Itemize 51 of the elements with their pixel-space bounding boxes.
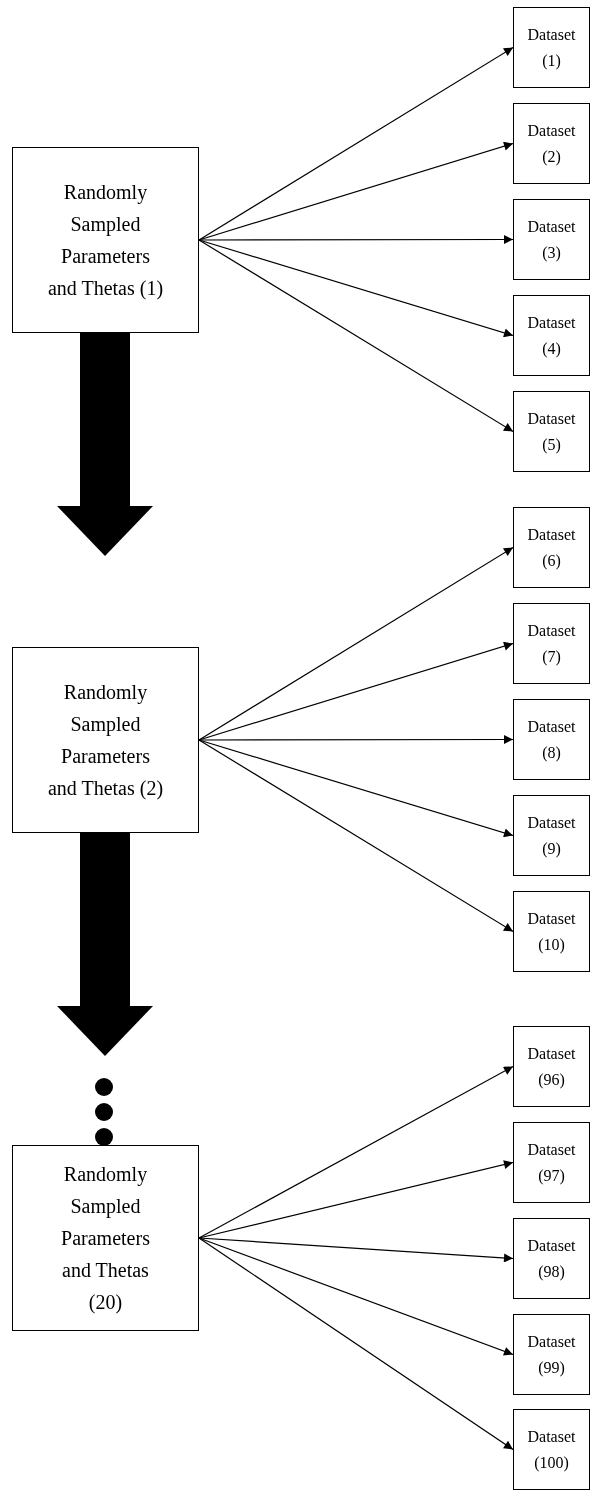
dataset-box (513, 795, 590, 876)
dataset-box (513, 1409, 590, 1490)
box-label: Dataset (100) (526, 1426, 577, 1474)
box-label: Randomly Sampled Parameters and Thetas (2) (46, 680, 165, 802)
dataset-box (513, 507, 590, 588)
dataset-box (513, 1026, 590, 1107)
dataset-box (513, 1218, 590, 1299)
arrow (198, 239, 514, 433)
box-label: Dataset (96) (526, 1043, 577, 1091)
arrow (198, 46, 514, 241)
box-label: Dataset (3) (526, 216, 577, 264)
box-label: Dataset (9) (526, 812, 577, 860)
dataset-box (513, 391, 590, 472)
dataset-box (513, 1314, 590, 1395)
dataset-box (513, 699, 590, 780)
process-box (12, 147, 199, 333)
arrow (198, 546, 514, 741)
dataset-box (513, 7, 590, 88)
box-label: Dataset (10) (526, 908, 577, 956)
box-label: Dataset (7) (526, 620, 577, 668)
block-arrow (57, 333, 153, 556)
dataset-box (513, 603, 590, 684)
dataset-box (513, 295, 590, 376)
arrow (198, 1160, 514, 1239)
box-label: Randomly Sampled Parameters and Thetas (20) (60, 1162, 151, 1316)
arrow (198, 735, 514, 744)
arrow (198, 739, 514, 933)
block-arrow (57, 833, 153, 1056)
arrow (198, 1065, 514, 1239)
box-label: Dataset (97) (526, 1139, 577, 1187)
arrow (198, 1237, 514, 1263)
process-box (12, 1145, 199, 1331)
box-label: Dataset (99) (526, 1331, 577, 1379)
box-label: Dataset (4) (526, 312, 577, 360)
arrow (198, 739, 514, 838)
dataset-box (513, 891, 590, 972)
box-label: Dataset (2) (526, 120, 577, 168)
dataset-box (513, 103, 590, 184)
dataset-box (513, 1122, 590, 1203)
box-label: Dataset (5) (526, 408, 577, 456)
process-box (12, 647, 199, 833)
box-label: Dataset (6) (526, 524, 577, 572)
box-label: Randomly Sampled Parameters and Thetas (1) (46, 180, 165, 302)
box-label: Dataset (98) (526, 1235, 577, 1283)
arrow (198, 239, 514, 338)
arrow (198, 1237, 514, 1356)
arrow (198, 235, 514, 244)
arrow (198, 1237, 514, 1451)
dataset-box (513, 199, 590, 280)
box-label: Dataset (1) (526, 24, 577, 72)
box-label: Dataset (8) (526, 716, 577, 764)
